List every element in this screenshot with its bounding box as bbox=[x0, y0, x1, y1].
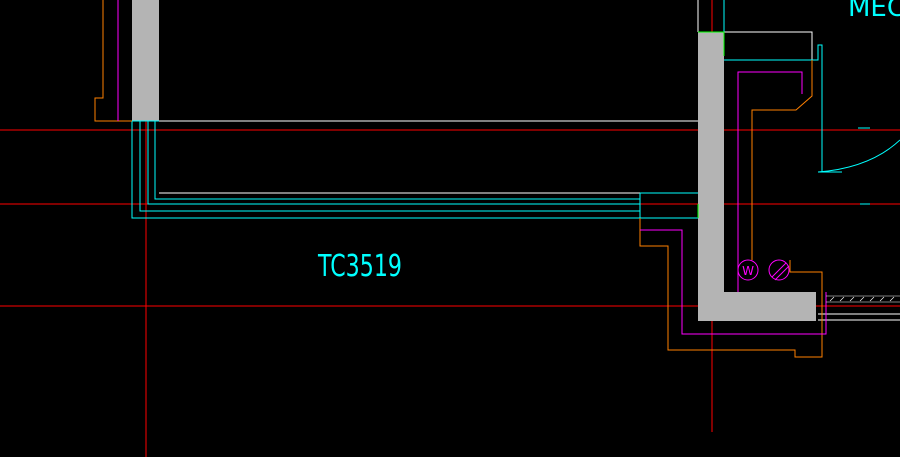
hatch-mark bbox=[869, 296, 875, 302]
pipe-symbol-w-circle bbox=[737, 259, 759, 281]
window-frame-inner bbox=[154, 121, 640, 200]
pipe-right-lower-loop bbox=[640, 229, 827, 335]
hatch-mark bbox=[879, 296, 885, 302]
pipe-symbol-w[interactable]: W bbox=[737, 259, 759, 281]
pipe-symbol-hatched-circle bbox=[768, 259, 790, 281]
hatch-mark bbox=[849, 296, 855, 302]
room-label-partial[interactable]: MEC bbox=[848, 0, 900, 23]
edge-right-interior bbox=[751, 60, 813, 260]
room-wall-cyan bbox=[724, 44, 823, 172]
pipe-symbol-hatch-2 bbox=[774, 265, 790, 281]
pipe-symbol-hatched[interactable] bbox=[768, 259, 790, 281]
joint-mark-top bbox=[698, 31, 725, 56]
edge-left-outline bbox=[94, 0, 132, 122]
window-frame-outer bbox=[131, 121, 641, 219]
wall-right-column bbox=[698, 32, 816, 321]
hatch-mark bbox=[839, 296, 845, 302]
hatch-strip bbox=[826, 295, 900, 303]
window-label[interactable]: TC3519 bbox=[317, 249, 402, 284]
pipe-right-interior bbox=[737, 71, 803, 292]
window-frame-2 bbox=[139, 121, 640, 212]
hatch-mark bbox=[829, 296, 835, 302]
window-frame-3 bbox=[147, 121, 640, 205]
wall-fills bbox=[132, 0, 816, 321]
pipe-outlines bbox=[117, 0, 827, 335]
edge-lines bbox=[94, 0, 823, 358]
edge-right-step-lower bbox=[639, 218, 823, 358]
wall-left-column bbox=[132, 0, 159, 121]
hatch-mark bbox=[859, 296, 865, 302]
pipe-symbol-hatch-1 bbox=[771, 262, 787, 278]
door-swing-arc bbox=[817, 139, 900, 173]
pipe-symbol-w-letter: W bbox=[742, 264, 754, 278]
joint-marks bbox=[697, 31, 725, 218]
hatch-mark bbox=[889, 296, 895, 302]
wall-outlines bbox=[159, 0, 900, 321]
wall-line-room-corner bbox=[724, 31, 813, 60]
window-outlines bbox=[131, 0, 900, 219]
